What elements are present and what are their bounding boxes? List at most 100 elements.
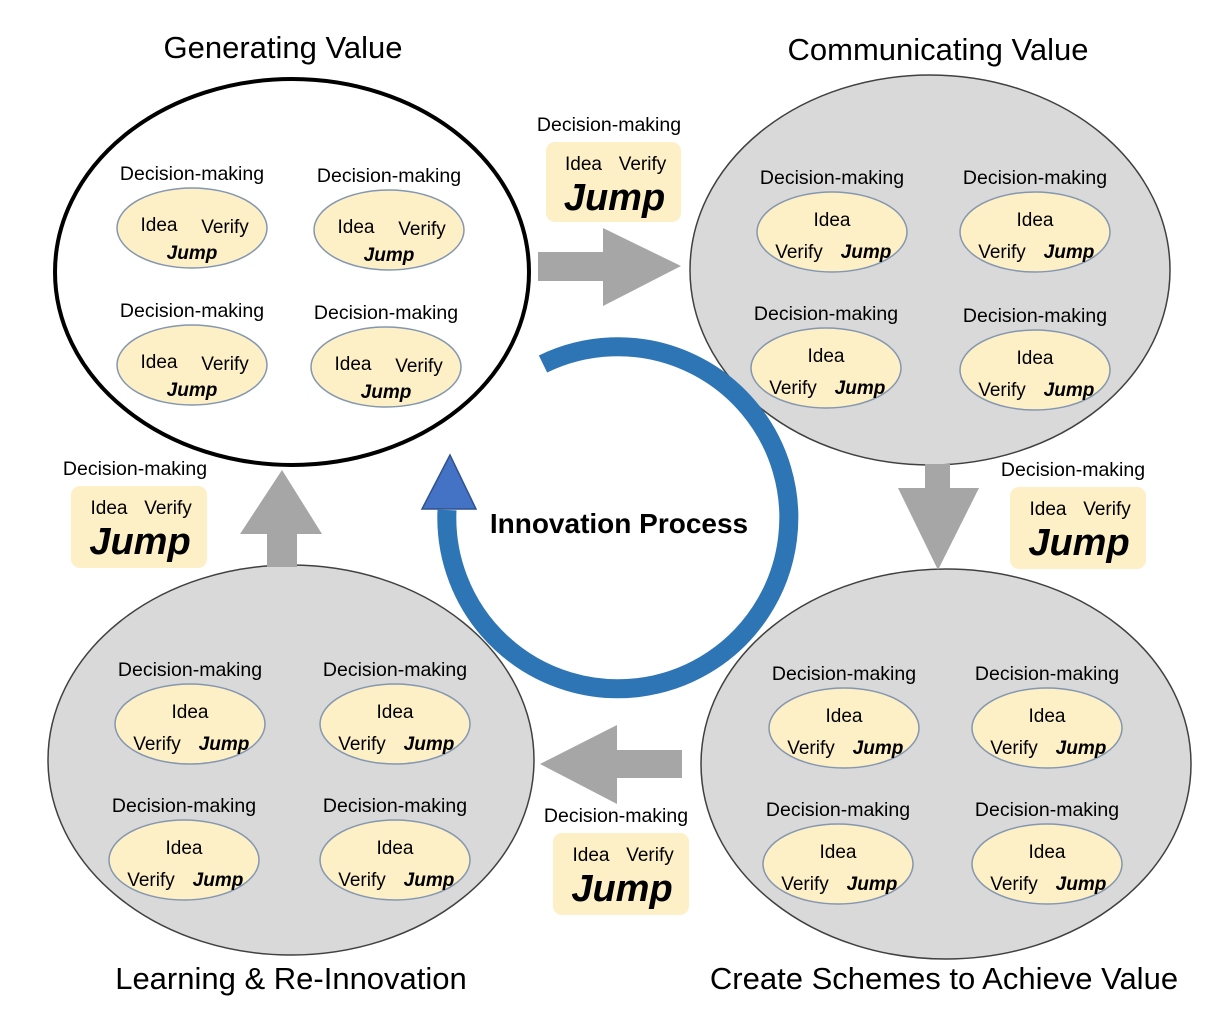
- decision-node-verify: Verify: [781, 874, 829, 895]
- decision-node-jump: Jump: [1044, 242, 1095, 263]
- innovation-cycle-arrowhead: [420, 453, 478, 510]
- decision-node: [959, 191, 1111, 273]
- decision-node-label: Decision-making: [120, 163, 264, 185]
- decision-node-label: Decision-making: [754, 303, 898, 325]
- decision-node-jump: Jump: [193, 870, 244, 891]
- arrow-generating-to-communicating: [538, 228, 681, 306]
- decision-node-jump: Jump: [167, 380, 218, 401]
- decision-node-label: Decision-making: [323, 795, 467, 817]
- decision-node: [319, 683, 471, 765]
- transition-idea: Idea: [573, 845, 610, 866]
- decision-node-idea: Idea: [826, 706, 863, 727]
- transition-verify: Verify: [144, 498, 192, 519]
- decision-node-verify: Verify: [990, 874, 1038, 895]
- decision-node-label: Decision-making: [120, 300, 264, 322]
- decision-node-verify: Verify: [990, 738, 1038, 759]
- transition-label: Decision-making: [544, 805, 688, 827]
- decision-node-verify: Verify: [978, 380, 1026, 401]
- arrow-learning-to-generating: [240, 470, 322, 567]
- decision-node-label: Decision-making: [118, 659, 262, 681]
- decision-node: [116, 187, 268, 269]
- decision-node: [116, 324, 268, 406]
- decision-node: [959, 329, 1111, 411]
- decision-node-jump: Jump: [841, 242, 892, 263]
- decision-node: [310, 326, 462, 408]
- transition-label: Decision-making: [63, 458, 207, 480]
- decision-node-idea: Idea: [172, 702, 209, 723]
- decision-node-jump: Jump: [835, 378, 886, 399]
- decision-node-jump: Jump: [1056, 738, 1107, 759]
- decision-node-label: Decision-making: [112, 795, 256, 817]
- decision-node-jump: Jump: [1056, 874, 1107, 895]
- decision-node-idea: Idea: [377, 702, 414, 723]
- decision-node-jump: Jump: [199, 734, 250, 755]
- transition-box: [553, 833, 689, 915]
- decision-node-idea: Idea: [377, 838, 414, 859]
- decision-node-label: Decision-making: [323, 659, 467, 681]
- decision-node-idea: Idea: [1017, 210, 1054, 231]
- decision-node-jump: Jump: [853, 738, 904, 759]
- innovation-cycle-ring: [437, 337, 799, 699]
- transition-jump: Jump: [1028, 522, 1129, 564]
- center-label: Innovation Process: [490, 508, 748, 539]
- transition-idea: Idea: [565, 154, 602, 175]
- diagram-shapes: [47, 74, 1192, 960]
- transition-box: [546, 142, 681, 222]
- decision-node-idea: Idea: [1017, 348, 1054, 369]
- decision-node-idea: Idea: [166, 838, 203, 859]
- stage-title-learning: Learning & Re-Innovation: [115, 961, 467, 996]
- decision-node-jump: Jump: [1044, 380, 1095, 401]
- decision-node-jump: Jump: [361, 382, 412, 403]
- decision-node: [762, 823, 914, 905]
- decision-node-idea: Idea: [338, 217, 375, 238]
- decision-node-idea: Idea: [1029, 706, 1066, 727]
- decision-node-verify: Verify: [201, 354, 249, 375]
- transition-jump: Jump: [564, 177, 665, 219]
- decision-node-idea: Idea: [1029, 842, 1066, 863]
- decision-node-label: Decision-making: [766, 799, 910, 821]
- decision-node-jump: Jump: [404, 870, 455, 891]
- transition-jump: Jump: [89, 521, 190, 563]
- decision-node-verify: Verify: [133, 734, 181, 755]
- decision-node-jump: Jump: [167, 243, 218, 264]
- transition-idea: Idea: [91, 498, 128, 519]
- decision-node: [756, 191, 908, 273]
- decision-node: [971, 687, 1123, 769]
- decision-node-verify: Verify: [338, 734, 386, 755]
- decision-node: [750, 327, 902, 409]
- decision-node-verify: Verify: [775, 242, 823, 263]
- stage-communicating: [689, 74, 1171, 466]
- transition-box: [71, 486, 207, 568]
- decision-node-label: Decision-making: [963, 305, 1107, 327]
- decision-node-idea: Idea: [820, 842, 857, 863]
- transition-box: [1010, 487, 1146, 569]
- decision-node-idea: Idea: [335, 354, 372, 375]
- decision-node-verify: Verify: [787, 738, 835, 759]
- stage-generating: [53, 77, 531, 467]
- decision-node: [114, 683, 266, 765]
- decision-node-label: Decision-making: [975, 799, 1119, 821]
- decision-node-verify: Verify: [338, 870, 386, 891]
- decision-node-label: Decision-making: [317, 165, 461, 187]
- transition-label: Decision-making: [1001, 459, 1145, 481]
- decision-node: [319, 819, 471, 901]
- decision-node: [768, 687, 920, 769]
- decision-node-idea: Idea: [141, 215, 178, 236]
- decision-node-verify: Verify: [395, 356, 443, 377]
- arrow-communicating-to-create-schemes: [898, 464, 979, 570]
- decision-node-jump: Jump: [404, 734, 455, 755]
- decision-node-idea: Idea: [141, 352, 178, 373]
- decision-node-jump: Jump: [847, 874, 898, 895]
- transition-jump: Jump: [571, 868, 672, 910]
- transition-verify: Verify: [626, 845, 674, 866]
- transition-verify: Verify: [619, 154, 667, 175]
- decision-node-label: Decision-making: [963, 167, 1107, 189]
- transition-label: Decision-making: [537, 114, 681, 136]
- decision-node-verify: Verify: [398, 219, 446, 240]
- decision-node-idea: Idea: [814, 210, 851, 231]
- stage-title-create-schemes: Create Schemes to Achieve Value: [710, 961, 1178, 996]
- decision-node-verify: Verify: [127, 870, 175, 891]
- stage-learning: [47, 564, 535, 956]
